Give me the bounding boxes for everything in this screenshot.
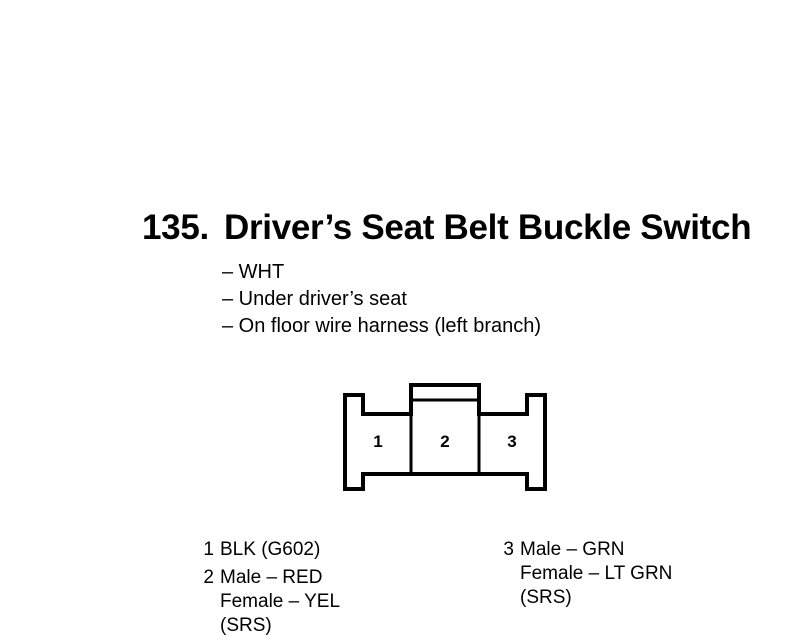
property-location: – Under driver’s seat	[222, 288, 407, 310]
pin-entry-1: 1 BLK (G602)	[198, 538, 340, 562]
component-properties: – WHT – Under driver’s seat – On floor w…	[222, 259, 541, 340]
component-title: 135. Driver’s Seat Belt Buckle Switch	[142, 208, 752, 248]
pin-entry-2: 2 Male – RED Female – YEL (SRS)	[198, 566, 340, 638]
cavity-label-1: 1	[373, 432, 382, 451]
pin-number: 1	[203, 539, 214, 560]
pin-entry-3: 3 Male – GRN Female – LT GRN (SRS)	[498, 538, 672, 610]
pin-wire-color: BLK (G602)	[220, 539, 321, 560]
pin-list-right: 3 Male – GRN Female – LT GRN (SRS)	[498, 538, 672, 610]
pin-wire-color: Male – RED	[220, 567, 323, 588]
cavity-label-3: 3	[507, 432, 516, 451]
pin-circuit: (SRS)	[220, 615, 272, 636]
pin-number: 2	[203, 567, 214, 588]
connector-diagram: 1 2 3	[343, 383, 547, 491]
pin-circuit: (SRS)	[520, 587, 572, 608]
component-number: 135.	[142, 208, 209, 247]
cavity-label-2: 2	[440, 432, 449, 451]
component-name: Driver’s Seat Belt Buckle Switch	[224, 208, 752, 247]
pin-wire-color: Female – YEL	[220, 591, 341, 612]
pin-list-left: 1 BLK (G602) 2 Male – RED Female – YEL (…	[198, 538, 340, 638]
pin-wire-color: Male – GRN	[520, 539, 625, 560]
connector-outline	[343, 383, 547, 491]
pin-number: 3	[503, 539, 514, 560]
property-harness: – On floor wire harness (left branch)	[222, 315, 542, 337]
pin-wire-color: Female – LT GRN	[520, 563, 673, 584]
property-color: – WHT	[222, 261, 285, 283]
